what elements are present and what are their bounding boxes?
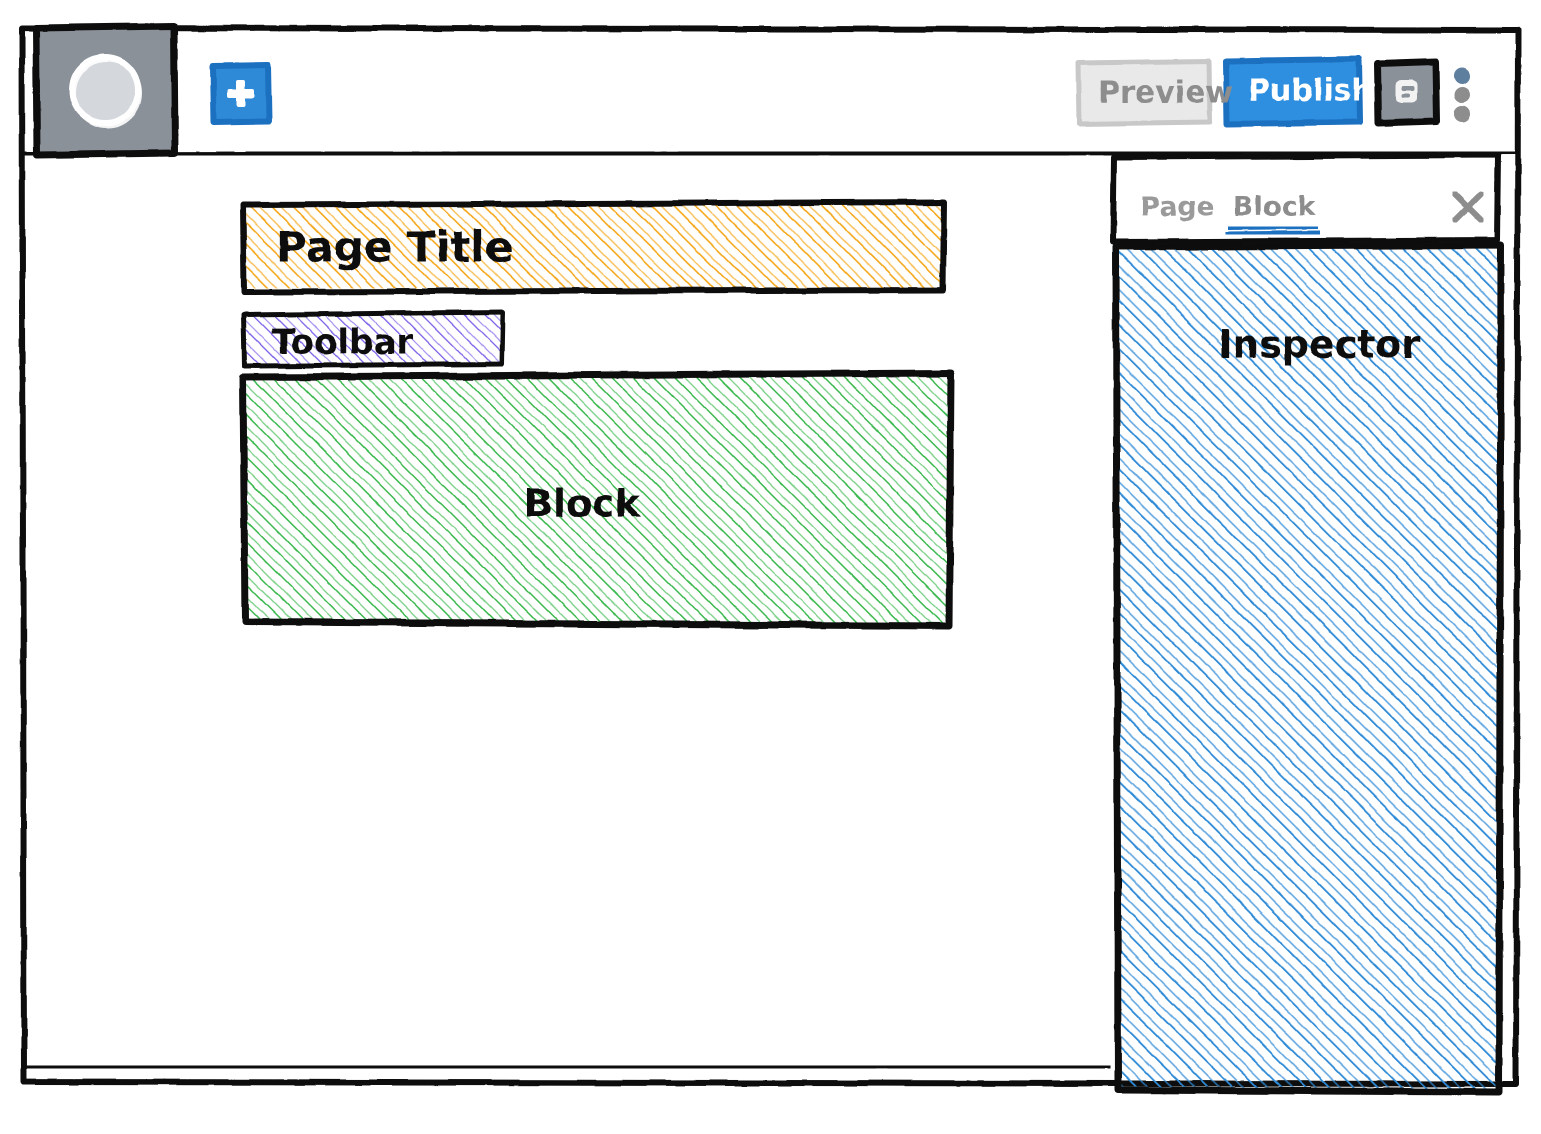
- publish-button-hit[interactable]: [1226, 60, 1360, 124]
- toolbar-region[interactable]: [241, 309, 506, 369]
- block-region-hit[interactable]: [243, 373, 952, 626]
- inspector-active-tab-underline: [1225, 225, 1321, 237]
- publish-button-label: Publish: [1248, 74, 1373, 109]
- more-options-button-hit[interactable]: [1446, 62, 1480, 128]
- close-icon: [1452, 191, 1484, 223]
- inspector-body[interactable]: [1112, 241, 1505, 1096]
- toolbar-label: Toolbar: [272, 323, 413, 363]
- wordpress-logo-icon: [69, 54, 142, 128]
- preview-button-hit[interactable]: [1078, 62, 1210, 124]
- preview-button-label: Preview: [1098, 76, 1233, 111]
- inspector-label: Inspector: [1218, 323, 1421, 367]
- inspector-panel: [1110, 152, 1505, 1096]
- plus-icon: [227, 80, 254, 107]
- kebab-menu-icon: [1454, 68, 1470, 122]
- publish-button[interactable]: [1223, 56, 1363, 127]
- inspector-tab-block-hit[interactable]: [1224, 178, 1324, 236]
- close-inspector-button[interactable]: [1452, 191, 1484, 223]
- inspector-tab-page-hit[interactable]: [1130, 178, 1218, 230]
- preview-button[interactable]: [1075, 58, 1213, 127]
- status-bar: [24, 1063, 1111, 1071]
- inspector-tab-page-label: Page: [1140, 192, 1215, 223]
- toolbar-region-hit[interactable]: [244, 312, 504, 366]
- site-logo-button-hit[interactable]: [36, 27, 174, 155]
- button-labels: Preview Publish: [1098, 74, 1373, 111]
- region-labels: Page Title Toolbar Block Inspector: [272, 223, 1421, 526]
- page-title-region[interactable]: [240, 199, 947, 295]
- inspector-body-hit[interactable]: [1116, 246, 1502, 1092]
- settings-toggle-button[interactable]: [1373, 58, 1441, 127]
- close-inspector-button-hit[interactable]: [1446, 186, 1490, 228]
- site-logo-button[interactable]: [32, 22, 179, 159]
- status-bar-hit: [25, 1068, 1110, 1088]
- page-title-region-hit[interactable]: [243, 202, 945, 292]
- add-block-button-hit[interactable]: [213, 66, 269, 122]
- add-block-button[interactable]: [210, 62, 272, 125]
- inspector-tab-labels: Page Block: [1140, 192, 1316, 223]
- block-label: Block: [524, 482, 641, 526]
- page-title-label: Page Title: [276, 223, 513, 272]
- settings-sidebar-icon: [1396, 80, 1417, 103]
- app-window-frame: [19, 25, 1521, 1087]
- header-divider: [23, 149, 1516, 158]
- block-region[interactable]: [239, 369, 955, 630]
- settings-toggle-button-hit[interactable]: [1377, 63, 1437, 123]
- inspector-tab-block-label: Block: [1233, 192, 1316, 223]
- more-options-button[interactable]: [1454, 68, 1470, 122]
